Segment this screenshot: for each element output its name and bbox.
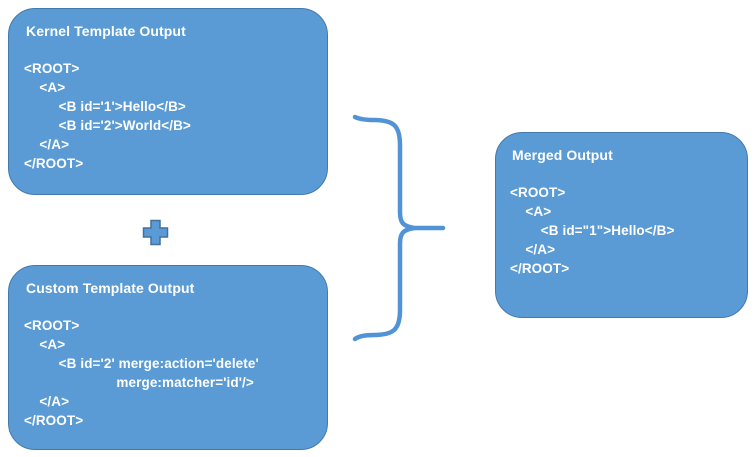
code-line: </ROOT> bbox=[510, 261, 570, 276]
merged-output-box: Merged Output <ROOT> <A> <B id="1">Hello… bbox=[495, 132, 748, 318]
custom-template-box: Custom Template Output <ROOT> <A> <B id=… bbox=[8, 265, 328, 450]
merged-box-title: Merged Output bbox=[512, 147, 613, 163]
code-line: <ROOT> bbox=[24, 318, 80, 333]
kernel-template-box: Kernel Template Output <ROOT> <A> <B id=… bbox=[8, 8, 328, 195]
code-line: </A> bbox=[24, 137, 70, 152]
merged-code-block: <ROOT> <A> <B id="1">Hello</B> </A> </RO… bbox=[510, 183, 739, 278]
code-line: <B id="1">Hello</B> bbox=[510, 223, 675, 238]
code-line: </A> bbox=[24, 394, 70, 409]
custom-box-title: Custom Template Output bbox=[26, 280, 195, 296]
code-line: <ROOT> bbox=[24, 61, 80, 76]
code-line: </A> bbox=[510, 242, 556, 257]
right-curly-brace-icon bbox=[350, 112, 448, 347]
code-line: <B id='2' merge:action='delete' bbox=[24, 356, 259, 371]
code-line: <ROOT> bbox=[510, 185, 566, 200]
code-line: </ROOT> bbox=[24, 156, 84, 171]
code-line: <B id='1'>Hello</B> bbox=[24, 99, 186, 114]
code-line: <B id='2'>World</B> bbox=[24, 118, 191, 133]
code-line: <A> bbox=[24, 337, 66, 352]
code-line: merge:matcher='id'/> bbox=[24, 375, 254, 390]
code-line: <A> bbox=[24, 80, 66, 95]
kernel-code-block: <ROOT> <A> <B id='1'>Hello</B> <B id='2'… bbox=[24, 59, 319, 173]
plus-icon bbox=[142, 219, 169, 246]
custom-code-block: <ROOT> <A> <B id='2' merge:action='delet… bbox=[24, 316, 319, 430]
code-line: </ROOT> bbox=[24, 413, 84, 428]
kernel-box-title: Kernel Template Output bbox=[26, 23, 186, 39]
code-line: <A> bbox=[510, 204, 552, 219]
